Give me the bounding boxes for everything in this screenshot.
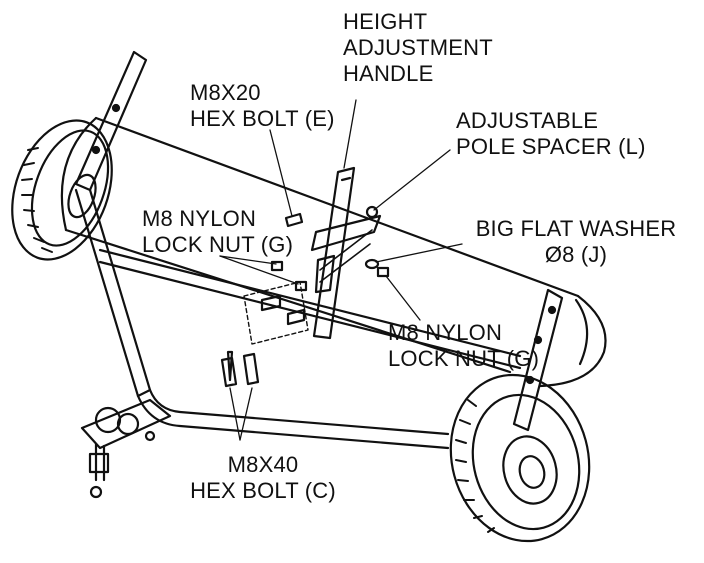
leader-lines: [219, 99, 463, 441]
label-m8x20-hex-bolt: M8X20 HEX BOLT (E): [190, 80, 335, 131]
hitch: [80, 398, 172, 499]
label-height-adjustment-handle: HEIGHT ADJUSTMENT HANDLE: [343, 9, 493, 86]
bracket-plate: [243, 281, 309, 345]
hardware-parts: [220, 205, 390, 388]
label-m8x40-hex-bolt: M8X40 HEX BOLT (C): [190, 452, 336, 503]
right-wheel: [449, 373, 591, 543]
label-adjustable-pole-spacer: ADJUSTABLE POLE SPACER (L): [456, 108, 646, 159]
left-wheel: [11, 119, 113, 261]
label-lock-nut-left: M8 NYLON LOCK NUT (G): [142, 206, 294, 257]
label-big-flat-washer: BIG FLAT WASHER Ø8 (J): [475, 216, 677, 267]
height-adjustment-handle: [310, 166, 382, 340]
hopper-drum: [60, 116, 607, 388]
label-lock-nut-right: M8 NYLON LOCK NUT (G): [388, 320, 540, 371]
frame: [74, 50, 564, 450]
